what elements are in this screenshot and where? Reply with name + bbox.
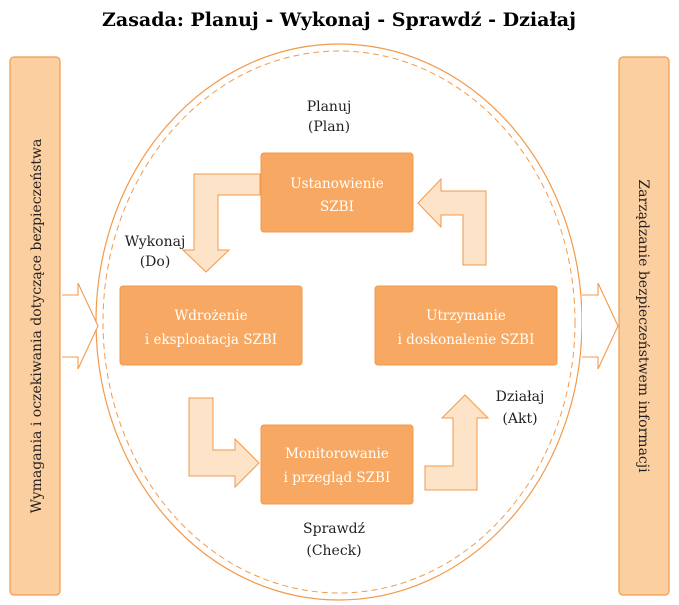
phase-plan-label: Planuj	[307, 99, 352, 115]
phase-check-label: Sprawdź	[303, 521, 365, 537]
phase-plan-sub: (Plan)	[308, 119, 350, 135]
right-bar-label: Zarządzanie bezpieczeństwem informacji	[635, 179, 651, 473]
left-bar-label: Wymagania i oczekiwania dotyczące bezpie…	[29, 139, 45, 514]
box-maintain-line2: i doskonalenie SZBI	[398, 332, 535, 348]
inner-dashed-ellipse	[102, 50, 576, 594]
arrow-do-icon	[181, 173, 261, 273]
box-monitor-line1: Monitorowanie	[285, 446, 389, 462]
phase-act-sub: (Akt)	[502, 411, 537, 427]
box-implement-line1: Wdrożenie	[174, 308, 247, 324]
phase-check-sub: (Check)	[306, 543, 361, 559]
box-maintain-line1: Utrzymanie	[426, 308, 506, 324]
arrow-check-icon	[188, 397, 260, 489]
right-bar	[618, 56, 670, 596]
arrow-act-icon	[424, 394, 490, 491]
phase-act-label: Działaj	[496, 389, 545, 405]
box-establish-line1: Ustanowienie	[290, 176, 383, 192]
left-bar	[9, 56, 61, 596]
arrow-plan-icon	[417, 177, 487, 266]
box-establish-line2: SZBI	[320, 199, 354, 215]
output-arrow-icon	[582, 282, 619, 370]
diagram-title: Zasada: Planuj - Wykonaj - Sprawdź - Dzi…	[102, 9, 576, 31]
input-arrow-icon	[62, 282, 99, 370]
box-maintain	[374, 285, 558, 366]
box-monitor	[260, 424, 414, 505]
box-establish	[260, 152, 414, 233]
phase-do-sub: (Do)	[140, 254, 171, 270]
box-implement	[119, 285, 303, 366]
phase-do-label: Wykonaj	[125, 234, 186, 250]
box-implement-line2: i eksploatacja SZBI	[145, 332, 277, 348]
box-monitor-line2: i przegląd SZBI	[284, 470, 391, 486]
